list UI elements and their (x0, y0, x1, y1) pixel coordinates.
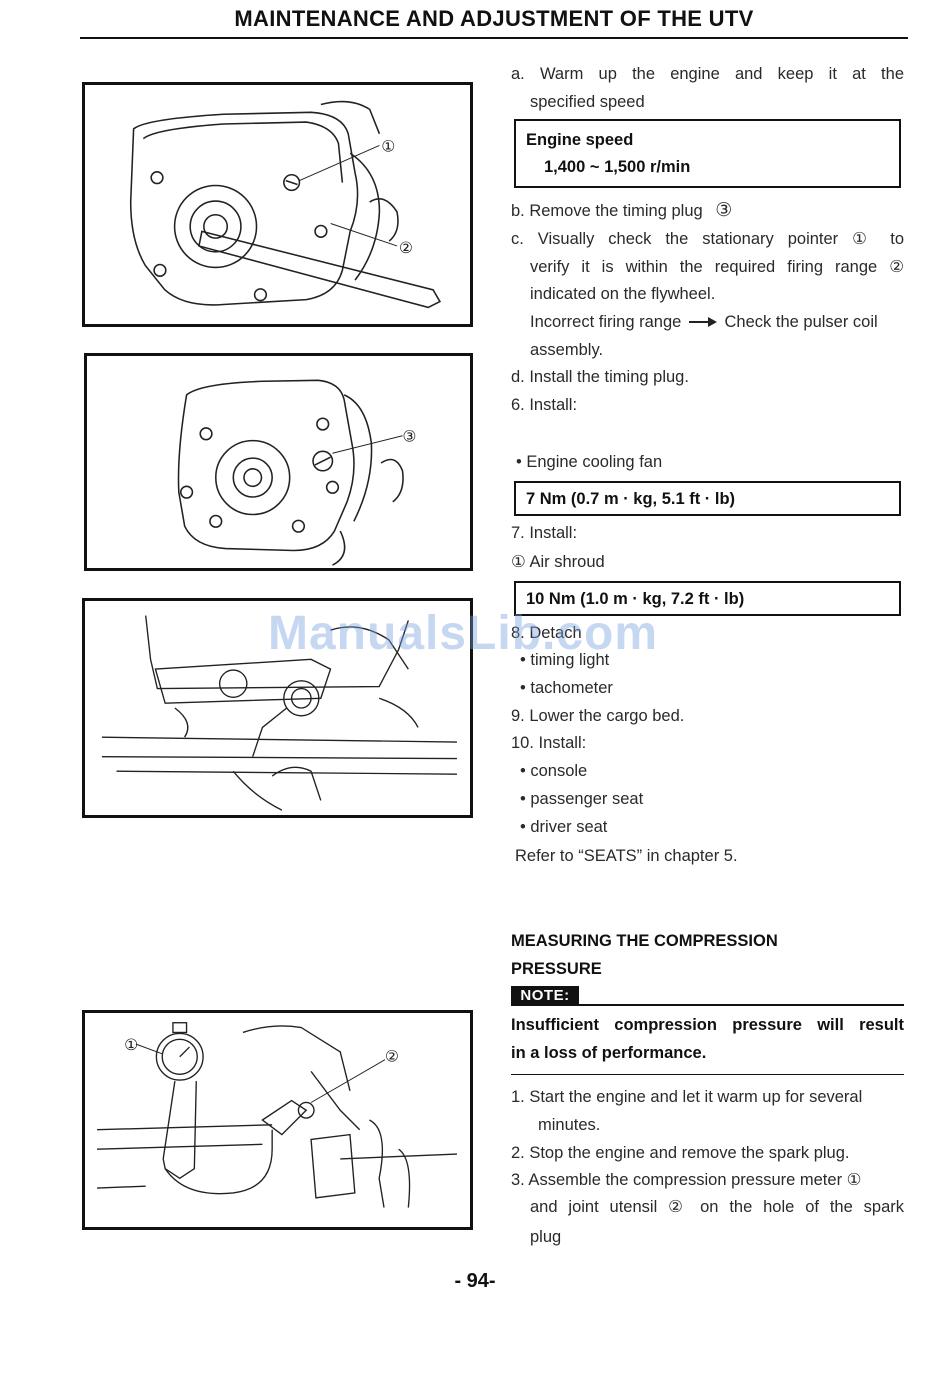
timing-light-illustration (101, 615, 457, 811)
timing-plug-illustration: ③ (177, 379, 416, 566)
step-c-line2: verify it is within the required firing … (530, 258, 904, 276)
figure-compression-meter: ① ② (82, 1010, 473, 1230)
step-8-item1: • timing light (520, 651, 610, 669)
figure-timing-plug: ③ (84, 353, 473, 571)
fig2-callout-3: ③ (402, 428, 416, 446)
step-7-item: ① Air shroud (511, 553, 605, 571)
page-header-title: MAINTENANCE AND ADJUSTMENT OF THE UTV (234, 6, 754, 31)
step-b-text: b. Remove the timing plug (511, 202, 703, 220)
fig1-callout-1: ① (381, 137, 395, 155)
check-pulser-coil: Check the pulser coil (724, 313, 878, 331)
step-b-ref: ③ (715, 200, 733, 221)
fig4-callout-1: ① (124, 1036, 138, 1054)
step-10-item1: • console (520, 762, 588, 780)
note-line2: in a loss of performance. (511, 1044, 707, 1062)
step-a-line1: a. Warm up the engine and keep it at the (511, 65, 904, 83)
note-label: NOTE: (511, 986, 579, 1006)
step-c-line3: indicated on the flywheel. (530, 285, 716, 303)
compression-step1-line1: 1. Start the engine and let it warm up f… (511, 1088, 863, 1106)
compression-step3-line2: and joint utensil ② on the hole of the s… (530, 1198, 904, 1216)
engine-speed-label: Engine speed (526, 131, 634, 149)
step-c-line5: assembly. (530, 341, 604, 359)
step-d: d. Install the timing plug. (511, 368, 689, 386)
torque-value-1: 7 Nm (0.7 m · kg, 5.1 ft · lb) (526, 490, 736, 508)
compression-step3-line3: plug (530, 1228, 562, 1246)
compression-step2: 2. Stop the engine and remove the spark … (511, 1144, 850, 1162)
step-7: 7. Install: (511, 524, 578, 542)
figure-flywheel-wrench: ① ② (82, 82, 473, 327)
torque-box-1: 7 Nm (0.7 m · kg, 5.1 ft · lb) (514, 481, 901, 516)
header-rule (80, 37, 908, 39)
step-c-line1: c. Visually check the stationary pointer… (511, 230, 904, 248)
watermark: ManualsLib.com (268, 607, 659, 660)
step-6-item: • Engine cooling fan (516, 453, 663, 471)
fig4-callout-2: ② (385, 1048, 399, 1066)
engine-speed-box: Engine speed 1,400 ~ 1,500 r/min (514, 119, 901, 188)
compression-step1-line2: minutes. (538, 1116, 601, 1134)
note-top-rule (511, 1004, 904, 1006)
step-a-line2: specified speed (530, 93, 645, 111)
note-line1: Insufficient compression pressure will r… (511, 1016, 904, 1034)
step-8: 8. Detach (511, 624, 582, 642)
arrow-right-icon (688, 313, 718, 333)
step-b: b. Remove the timing plug ③ (511, 201, 732, 221)
step-8-item2: • tachometer (520, 679, 613, 697)
incorrect-firing-range: Incorrect firing range (530, 313, 682, 331)
figure-timing-light (82, 598, 473, 818)
torque-value-2: 10 Nm (1.0 m · kg, 7.2 ft · lb) (526, 590, 745, 608)
step-c-incorrect: Incorrect firing range Check the pulser … (530, 312, 878, 333)
flywheel-wrench-illustration: ① ② (129, 100, 442, 309)
note-bottom-rule (511, 1074, 904, 1075)
step-10-item2: • passenger seat (520, 790, 644, 808)
fig1-callout-2: ② (399, 239, 413, 257)
step-6: 6. Install: (511, 396, 578, 414)
torque-box-2: 10 Nm (1.0 m · kg, 7.2 ft · lb) (514, 581, 901, 616)
step-10-item3: • driver seat (520, 818, 608, 836)
engine-speed-value: 1,400 ~ 1,500 r/min (544, 158, 691, 176)
compression-step3-line1: 3. Assemble the compression pressure met… (511, 1171, 862, 1189)
compression-meter-illustration: ① ② (97, 1022, 457, 1208)
compression-title-line1: MEASURING THE COMPRESSION (511, 932, 778, 950)
refer-seats: Refer to “SEATS” in chapter 5. (515, 847, 738, 865)
page-number: - 94- (454, 1270, 496, 1292)
step-10: 10. Install: (511, 734, 587, 752)
compression-title-line2: PRESSURE (511, 960, 602, 978)
step-9: 9. Lower the cargo bed. (511, 707, 685, 725)
